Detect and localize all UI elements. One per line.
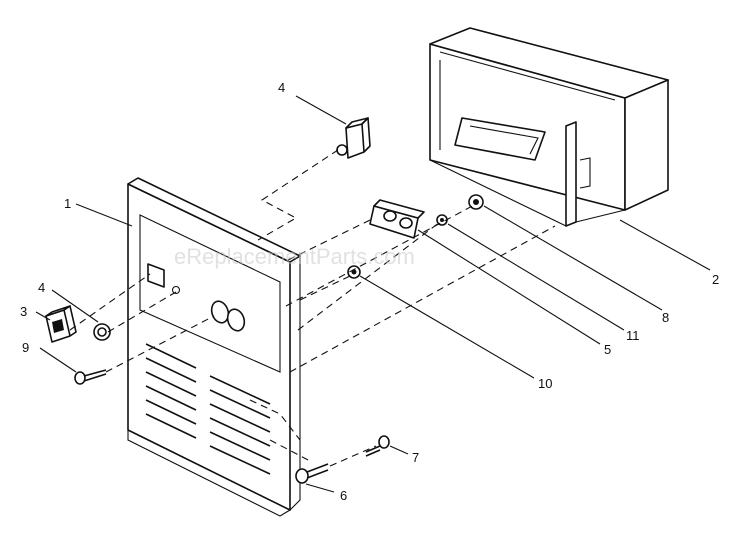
callout-11: 11: [626, 328, 640, 343]
rocker-switch-part-3: [45, 305, 77, 343]
ring-nut-part-4: [93, 323, 111, 341]
callout-8: 8: [662, 310, 669, 325]
screw-part-6: [295, 463, 329, 484]
callout-4-left: 4: [38, 280, 45, 295]
callout-6: 6: [340, 488, 347, 503]
leader-lines: [35, 95, 711, 493]
callout-1: 1: [64, 196, 71, 211]
callout-4-top: 4: [278, 80, 285, 95]
callout-2: 2: [712, 272, 719, 287]
callout-9: 9: [22, 340, 29, 355]
assembly-lines: [69, 149, 556, 467]
duplex-outlet: [369, 199, 425, 239]
switch-part-top: [336, 117, 371, 159]
callout-labels: 1 2 3 4 4 5 6 7 8 9 10 11: [20, 80, 719, 503]
callout-5: 5: [604, 342, 611, 357]
cabinet-box: [429, 27, 669, 227]
callout-7: 7: [412, 450, 419, 465]
vent-louvres: [145, 343, 271, 475]
screw-part-7: [365, 435, 390, 457]
watermark-text: eReplacementParts.com: [174, 244, 415, 269]
nut-part-8: [468, 194, 484, 210]
screw-part-9: [74, 369, 107, 385]
callout-10: 10: [538, 376, 552, 391]
front-panel: [127, 177, 301, 517]
callout-3: 3: [20, 304, 27, 319]
